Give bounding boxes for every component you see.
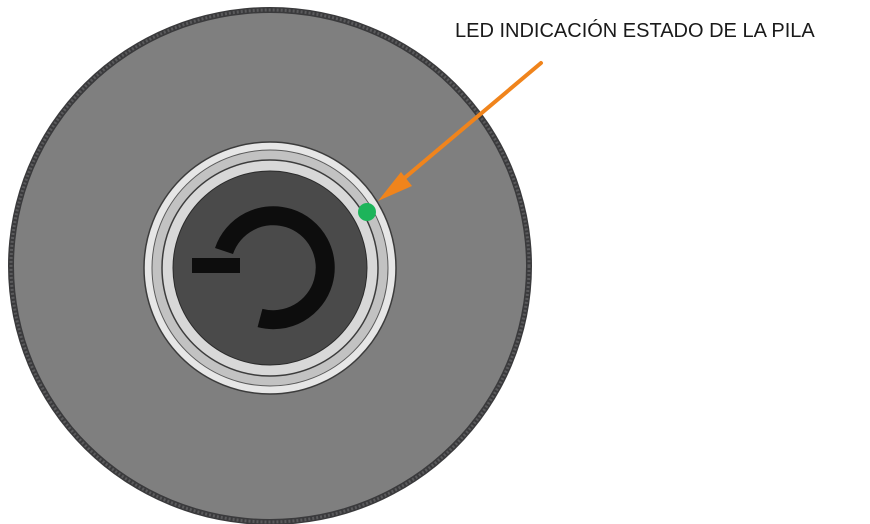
power-icon-arc (215, 206, 335, 330)
power-icon-bar (192, 258, 240, 273)
power-button-face[interactable] (172, 170, 368, 366)
callout-arrow (378, 61, 543, 201)
power-button[interactable] (172, 170, 368, 366)
outer-rim-texture (9, 8, 531, 524)
callout-arrow-head (378, 172, 412, 201)
led-callout-label: LED INDICACIÓN ESTADO DE LA PILA (455, 20, 815, 42)
power-icon (192, 206, 335, 330)
led-indicator (358, 203, 376, 221)
callout-arrow-shaft (393, 61, 543, 188)
